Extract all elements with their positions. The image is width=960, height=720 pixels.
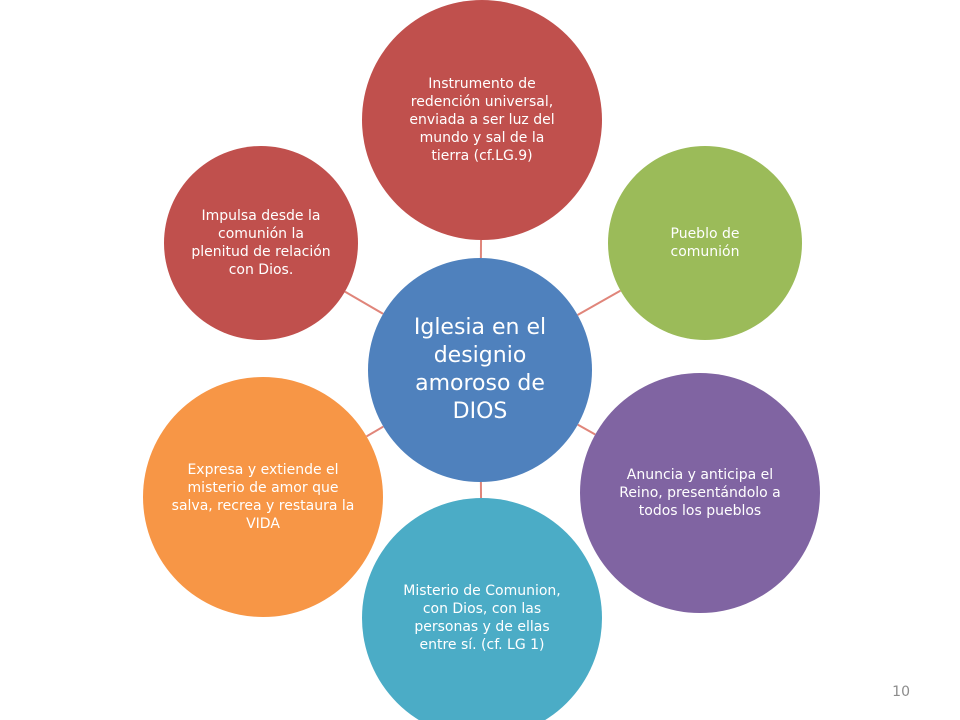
page-number: 10 — [892, 684, 910, 700]
connector-bottom-right — [577, 423, 596, 436]
connector-top-left — [344, 290, 384, 315]
center-node-label: Iglesia en el designio amoroso de DIOS — [413, 314, 547, 425]
center-node-circle — [368, 258, 592, 482]
node-circle-top — [362, 0, 602, 240]
node-label-impulsa: Impulsa desde la comunión la plenitud de… — [191, 207, 331, 279]
node-label-anuncia: Anuncia y anticipa el Reino, presentándo… — [619, 466, 781, 520]
node-label-pueblo: Pueblo de comunión — [670, 225, 740, 260]
node-circle-top-left — [164, 146, 358, 340]
node-circle-bottom-left — [143, 377, 383, 617]
node-circle-top-right — [608, 146, 802, 340]
node-circle-bottom-right — [580, 373, 820, 613]
node-label-redencion: Instrumento de redención universal, envi… — [409, 75, 555, 165]
connector-top-right — [577, 289, 622, 316]
node-label-expresa: Expresa y extiende el misterio de amor q… — [171, 461, 355, 533]
node-circle-bottom — [362, 498, 602, 720]
node-label-misterio: Misterio de Comunion, con Dios, con las … — [403, 582, 561, 654]
connector-bottom-left — [366, 425, 384, 438]
diagram-circles — [143, 0, 820, 720]
connector-lines — [344, 239, 622, 499]
